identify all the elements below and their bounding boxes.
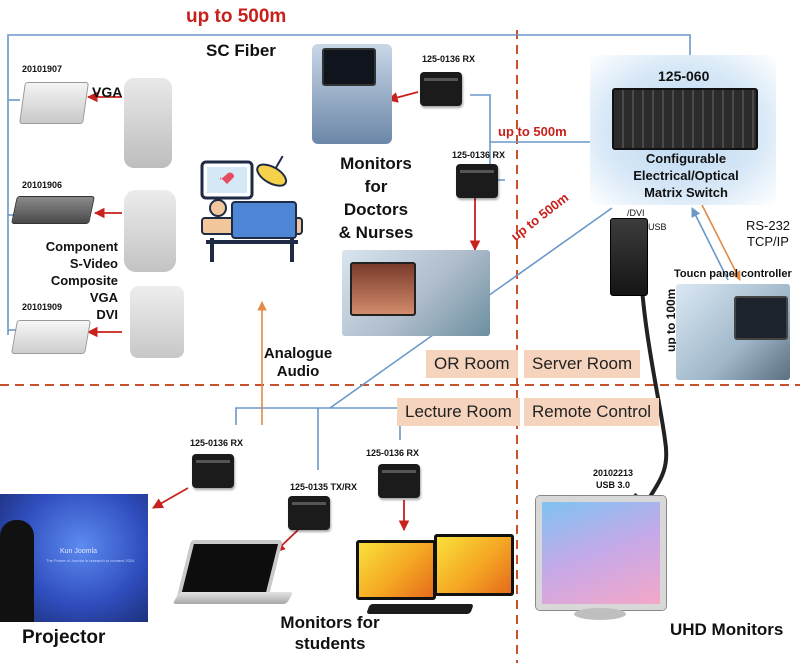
receiver-bottom-3-label: 125-0136 RX — [366, 448, 420, 458]
source-code-1: 20101907 — [22, 64, 63, 74]
projector-screen-subtitle: The Power of Joomla in research to conne… — [46, 558, 135, 563]
receiver-bottom-3 — [378, 464, 420, 498]
keyboard — [366, 604, 474, 614]
source-signal-1: VGA — [92, 84, 123, 100]
server-dvi-label: /DVI — [627, 208, 645, 218]
receiver-top-1 — [420, 72, 462, 106]
touch-panel-label: Toucn panel controller — [674, 268, 792, 280]
source-code-2: 20101906 — [22, 180, 63, 190]
matrix-switch — [612, 88, 758, 150]
fiber-line-top — [7, 34, 691, 335]
room-or: OR Room — [426, 350, 518, 378]
switch-name: Configurable Electrical/Optical Matrix S… — [633, 151, 739, 200]
mid-distance-label: up to 500m — [498, 124, 567, 139]
room-server: Server Room — [524, 350, 641, 378]
receiver-bottom-1-label: 125-0136 RX — [190, 438, 244, 448]
uhd-monitor-stand — [574, 608, 626, 620]
receiver-bottom-1 — [192, 454, 234, 488]
laptop-screen — [177, 540, 283, 596]
server-tower — [610, 218, 648, 296]
receiver-top-2-label: 125-0136 RX — [452, 150, 506, 160]
source-signal-2: Component S-Video Composite VGA DVI — [45, 239, 118, 322]
switch-model: 125-060 — [658, 68, 710, 84]
uhd-monitor — [536, 496, 666, 610]
laptop-base — [172, 592, 294, 604]
c-arm-equipment-3 — [130, 286, 184, 358]
top-distance-label: up to 500m — [186, 6, 287, 27]
converter-box-1 — [19, 82, 89, 124]
projector-label: Projector — [22, 627, 106, 648]
surgery-room-screen — [350, 262, 416, 316]
patient-bed-icon — [200, 155, 303, 262]
receiver-top-1-label: 125-0136 RX — [422, 54, 476, 64]
usb-cable-label: 20102213 — [592, 468, 634, 478]
converter-box-3 — [11, 320, 91, 354]
student-monitor-right — [434, 534, 514, 596]
c-arm-equipment-1 — [124, 78, 172, 168]
student-monitor-left — [356, 540, 436, 600]
room-lecture: Lecture Room — [397, 398, 520, 426]
analogue-audio-label: Analogue Audio — [263, 345, 333, 380]
monitors-doctors-label: Monitors for Doctors & Nurses — [338, 154, 414, 242]
uhd-monitors-label: UHD Monitors — [670, 620, 784, 639]
control-protocols: RS-232 TCP/IP — [745, 218, 791, 249]
converter-box-2 — [11, 196, 95, 224]
receiver-bottom-2-label: 125-0135 TX/RX — [290, 482, 358, 492]
presenter — [0, 520, 34, 622]
c-arm-equipment-2 — [124, 190, 176, 272]
projector-screen-title: Kun Joomla — [60, 548, 97, 555]
receiver-top-2 — [456, 164, 498, 198]
source-code-3: 20101909 — [22, 302, 63, 312]
fiber-label: SC Fiber — [206, 41, 276, 60]
room-remote: Remote Control — [524, 398, 660, 426]
ultrasound-screen — [322, 48, 376, 86]
server-usb-label: USB — [648, 222, 667, 232]
usb-cable-type: USB 3.0 — [595, 480, 630, 490]
usb-cable — [638, 244, 669, 507]
receiver-bottom-2 — [288, 496, 330, 530]
touch-panel-screen — [734, 296, 788, 340]
students-monitors-label: Monitors for students — [280, 613, 380, 653]
